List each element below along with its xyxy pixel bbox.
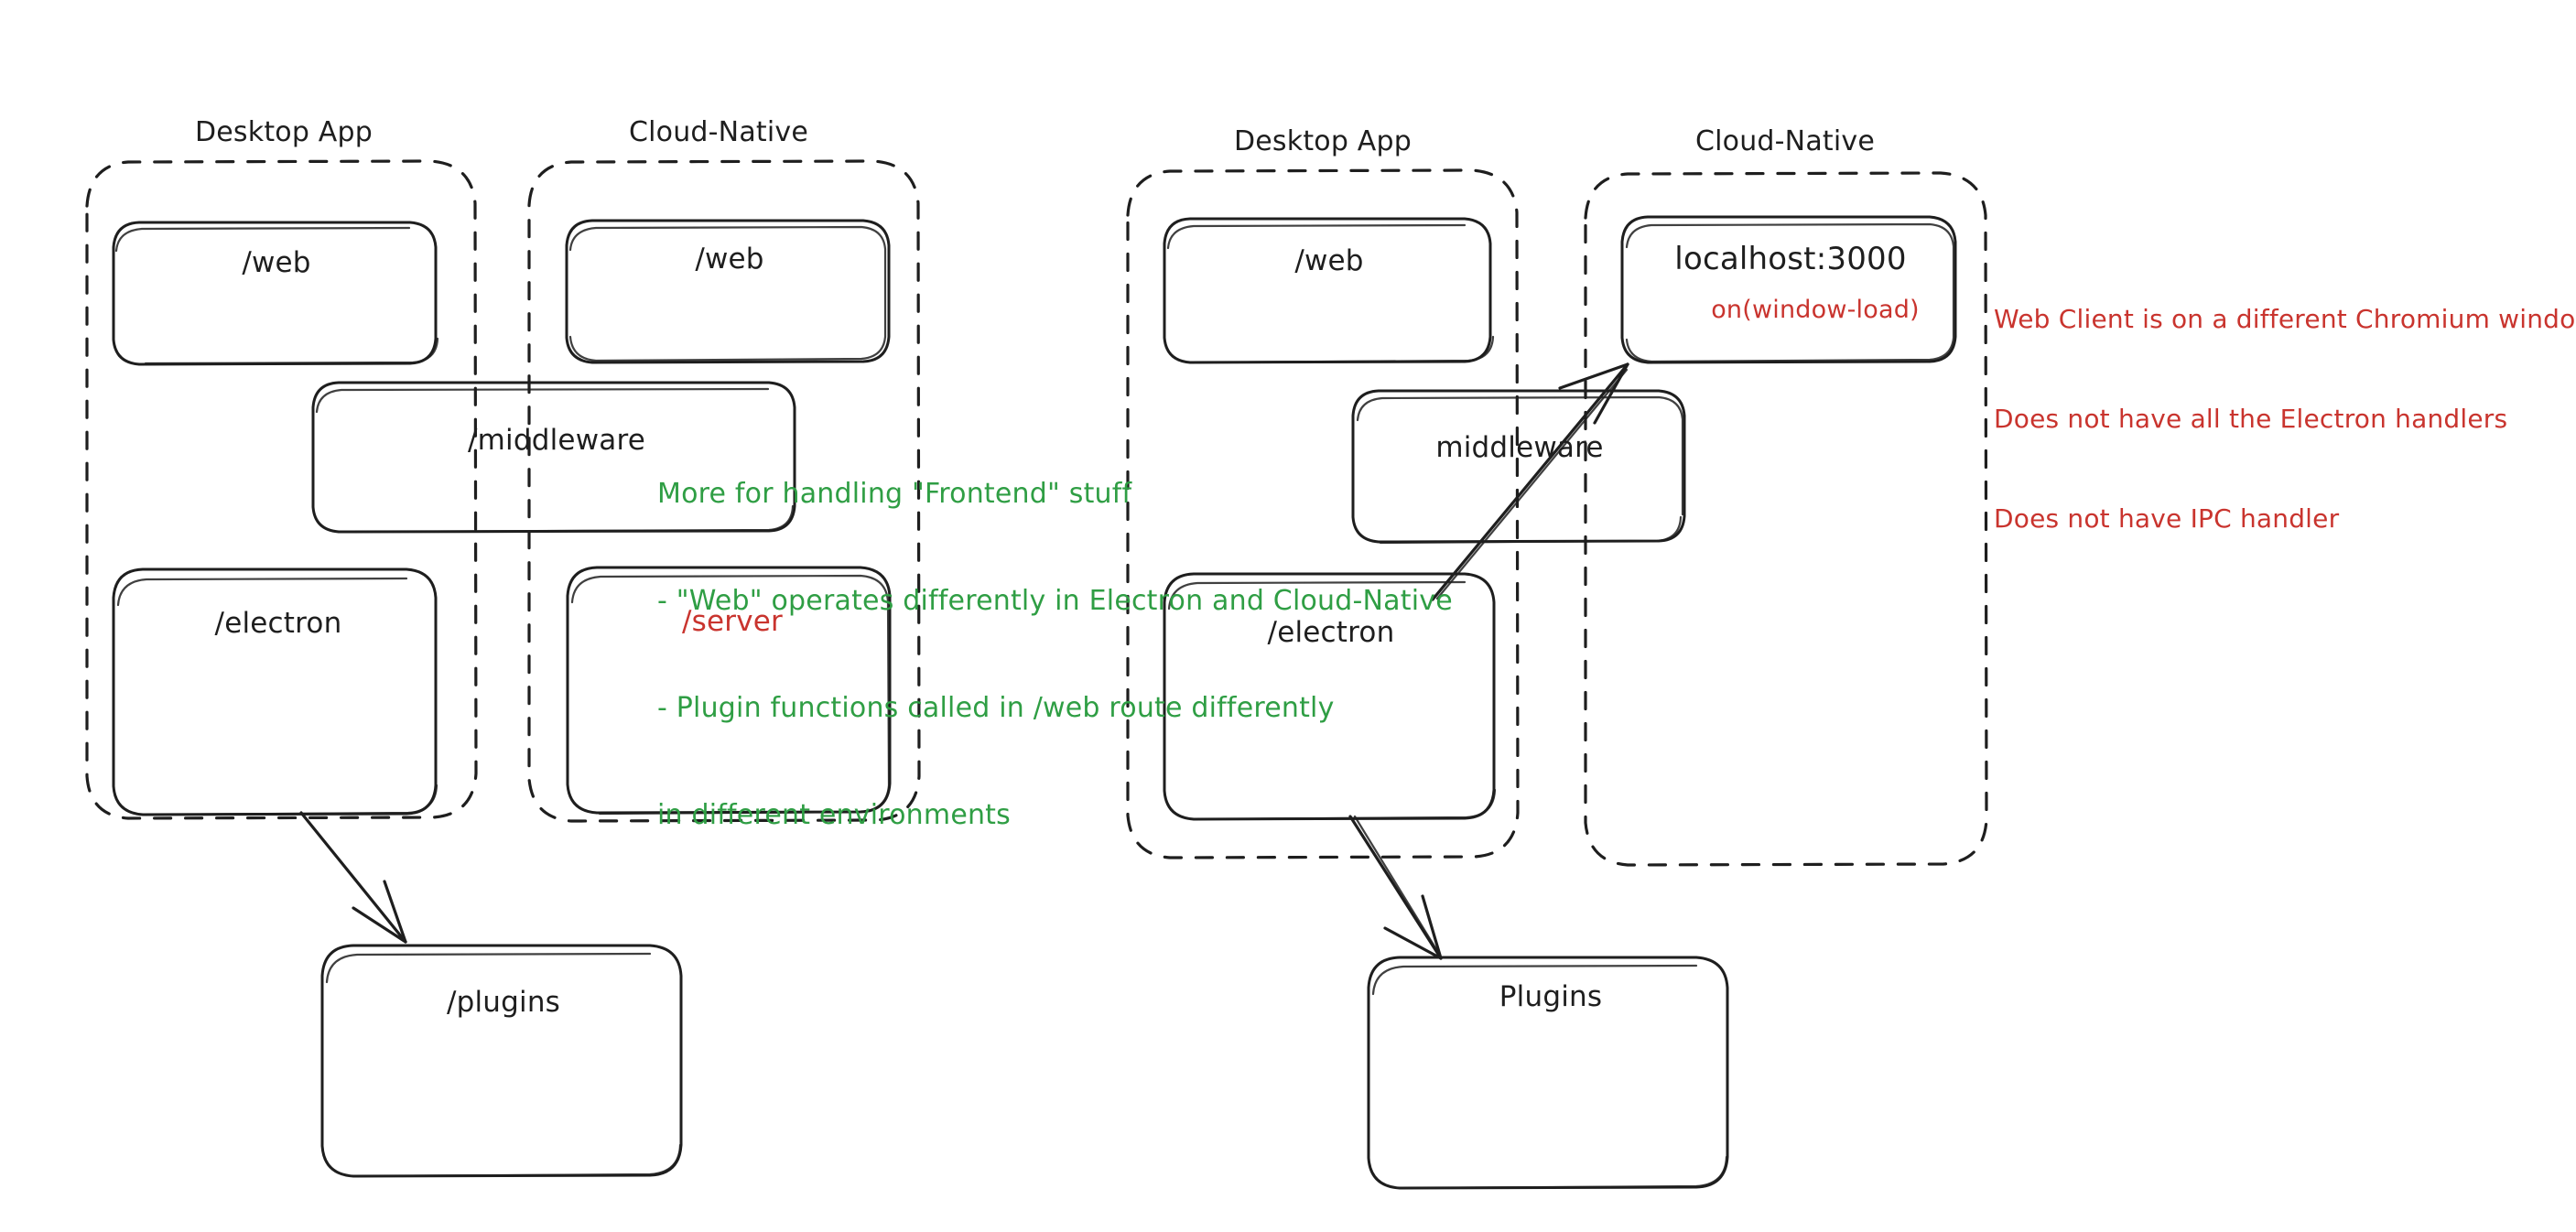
right-electron-to-localhost-arrow bbox=[1431, 362, 1629, 601]
left-plugins-shape bbox=[320, 944, 683, 1178]
note-line: More for handling "Frontend" stuff bbox=[657, 478, 1132, 510]
left-desktop-app-title: Desktop App bbox=[194, 116, 373, 148]
left-cloud-server-label: /server bbox=[682, 605, 783, 638]
right-desktop-electron-shape bbox=[1163, 572, 1497, 821]
note-line: in different environments bbox=[657, 799, 1011, 831]
right-desktop-app-frame bbox=[1126, 168, 1520, 859]
right-localhost-sublabel: on(window-load) bbox=[1711, 296, 1920, 324]
right-desktop-electron-label: /electron bbox=[1267, 616, 1395, 649]
right-desktop-web-shape bbox=[1163, 217, 1495, 364]
left-cloud-web-shape bbox=[565, 219, 891, 364]
right-plugins-label: Plugins bbox=[1499, 980, 1603, 1013]
note-line: - "Web" operates differently in Electron… bbox=[657, 585, 1453, 617]
left-cloud-server-shape bbox=[566, 566, 892, 816]
left-cloud-native-frame bbox=[527, 159, 921, 823]
left-desktop-web-shape bbox=[112, 221, 439, 366]
right-electron-to-plugins-arrow bbox=[1348, 815, 1443, 960]
left-cloud-web-label: /web bbox=[695, 243, 764, 276]
left-electron-to-plugins-arrow bbox=[299, 811, 407, 944]
left-desktop-app-frame bbox=[85, 159, 478, 820]
right-localhost-label: localhost:3000 bbox=[1674, 241, 1907, 277]
left-middleware-shape bbox=[311, 381, 796, 534]
note-line: - Plugin functions called in /web route … bbox=[657, 692, 1335, 724]
right-middleware-label: middleware bbox=[1435, 431, 1604, 464]
left-plugins-label: /plugins bbox=[446, 986, 561, 1019]
left-desktop-electron-label: /electron bbox=[214, 607, 342, 640]
right-middleware-shape bbox=[1351, 389, 1686, 545]
right-cloud-native-title: Cloud-Native bbox=[1694, 125, 1876, 157]
note-line: Web Client is on a different Chromium wi… bbox=[1994, 303, 2576, 334]
right-desktop-app-title: Desktop App bbox=[1233, 125, 1412, 157]
left-note-green: More for handling "Frontend" stuff - "We… bbox=[657, 405, 1453, 904]
note-line: Does not have IPC handler bbox=[1994, 503, 2340, 535]
right-note-red: Web Client is on a different Chromium wi… bbox=[1994, 236, 2576, 602]
right-localhost-shape bbox=[1620, 215, 1957, 364]
left-cloud-native-title: Cloud-Native bbox=[628, 116, 809, 148]
left-middleware-label: /middleware bbox=[468, 424, 645, 457]
left-desktop-electron-shape bbox=[112, 567, 438, 816]
note-line: Does not have all the Electron handlers bbox=[1994, 403, 2508, 434]
right-desktop-web-label: /web bbox=[1294, 244, 1364, 277]
right-plugins-shape bbox=[1367, 956, 1729, 1190]
left-desktop-web-label: /web bbox=[242, 246, 311, 279]
